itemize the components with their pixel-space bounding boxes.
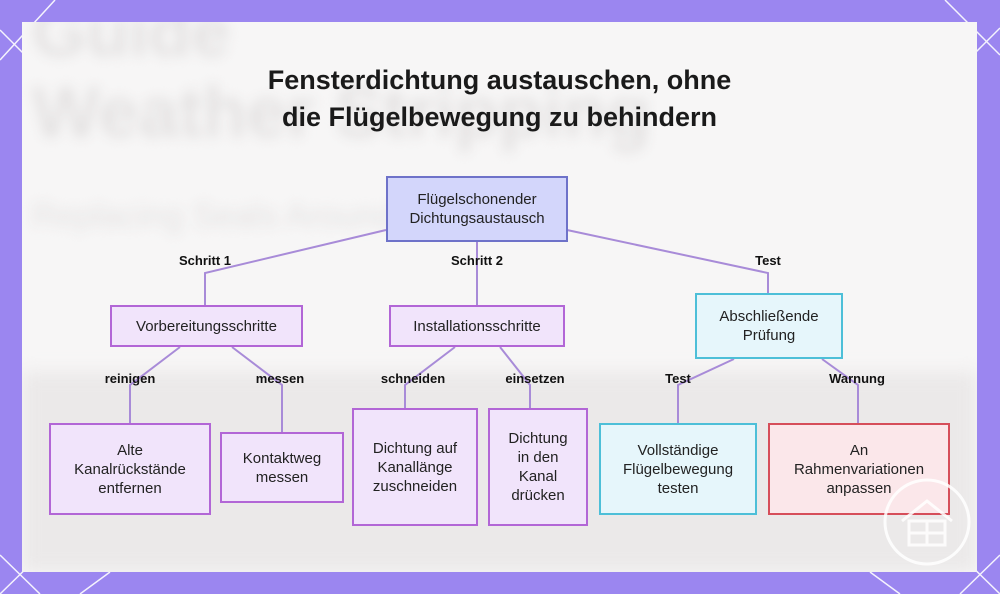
node-clean-label: Alte Kanalrückstände entfernen bbox=[74, 441, 186, 497]
edge-label-step1: Schritt 1 bbox=[178, 253, 232, 268]
edge-prep-measure bbox=[231, 346, 283, 432]
node-test-label: Vollständige Flügelbewegung testen bbox=[622, 441, 734, 497]
node-clean: Alte Kanalrückstände entfernen bbox=[49, 423, 211, 515]
node-prep: Vorbereitungsschritte bbox=[110, 305, 303, 347]
edge-check-test bbox=[677, 358, 735, 423]
edge-root-prep bbox=[204, 229, 387, 305]
node-press: Dichtung in den Kanal drücken bbox=[488, 408, 588, 526]
node-root-label: Flügelschonender Dichtungsaustausch bbox=[409, 191, 545, 227]
node-root: Flügelschonender Dichtungsaustausch bbox=[386, 176, 568, 242]
node-measure-label: Kontaktweg messen bbox=[242, 449, 322, 486]
diagram-title: Fensterdichtung austauschen, ohne die Fl… bbox=[22, 62, 977, 136]
diagram-panel: Guide Weather Stripping Replacing Seals … bbox=[22, 22, 977, 572]
edge-label-insert: einsetzen bbox=[505, 371, 565, 386]
node-install-label: Installationsschritte bbox=[413, 317, 541, 335]
node-check-label: Abschließende Prüfung bbox=[719, 308, 819, 344]
title-line-2: die Flügelbewegung zu behindern bbox=[281, 102, 717, 132]
edge-label-cut: schneiden bbox=[380, 371, 446, 386]
node-adjust: An Rahmenvariationen anpassen bbox=[768, 423, 950, 515]
edge-install-cut bbox=[404, 346, 456, 408]
house-logo-icon bbox=[883, 478, 971, 566]
edge-label-warning: Warnung bbox=[829, 371, 885, 386]
edge-lines bbox=[129, 229, 859, 432]
edge-label-measure: messen bbox=[255, 371, 305, 386]
node-prep-label: Vorbereitungsschritte bbox=[136, 317, 277, 335]
node-measure: Kontaktweg messen bbox=[220, 432, 344, 503]
node-cut: Dichtung auf Kanallänge zuschneiden bbox=[352, 408, 478, 526]
edge-prep-clean bbox=[129, 346, 181, 423]
edge-label-test: Test bbox=[755, 253, 781, 268]
node-adjust-label: An Rahmenvariationen anpassen bbox=[793, 441, 925, 497]
background-text-2: Weather Stripping bbox=[32, 73, 651, 153]
node-press-label: Dichtung in den Kanal drücken bbox=[508, 430, 568, 504]
edge-install-press bbox=[499, 346, 531, 408]
node-cut-label: Dichtung auf Kanallänge zuschneiden bbox=[372, 439, 458, 495]
edge-check-adjust bbox=[821, 358, 859, 423]
title-line-1: Fensterdichtung austauschen, ohne bbox=[267, 65, 732, 95]
node-test: Vollständige Flügelbewegung testen bbox=[599, 423, 757, 515]
edge-label-clean: reinigen bbox=[104, 371, 156, 386]
node-check: Abschließende Prüfung bbox=[695, 293, 843, 359]
edge-label-test2: Test bbox=[665, 371, 691, 386]
background-text-1: Guide bbox=[32, 22, 231, 71]
edge-root-check bbox=[566, 229, 769, 293]
node-install: Installationsschritte bbox=[389, 305, 565, 347]
edge-label-step2: Schritt 2 bbox=[450, 253, 504, 268]
